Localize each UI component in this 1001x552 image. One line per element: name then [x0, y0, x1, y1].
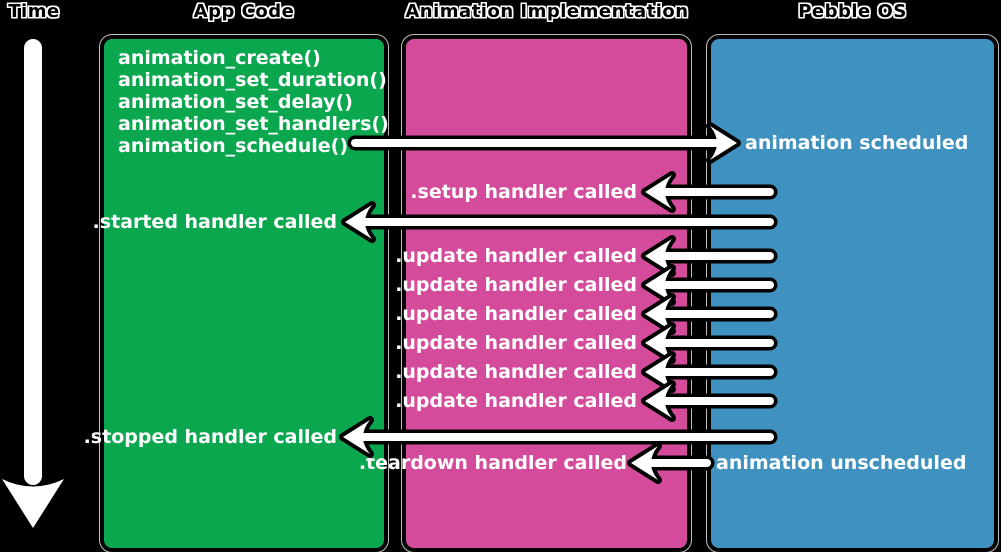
teardown-handler-label: .teardown handler called [358, 452, 627, 474]
app-code-function-list: animation_create() animation_set_duratio… [118, 47, 389, 157]
app-code-header: App Code [193, 1, 295, 22]
update-handler-label: .update handler called [395, 390, 637, 412]
app-code-lane [99, 34, 389, 552]
pebble-os-header: Pebble OS [798, 1, 907, 22]
update-handler-label: .update handler called [395, 303, 637, 325]
function-call: animation_set_delay() [118, 91, 353, 113]
function-call: animation_set_handlers() [118, 113, 389, 135]
function-call: animation_schedule() [118, 135, 349, 157]
animation-scheduled-label: animation scheduled [745, 132, 969, 154]
update-handler-label: .update handler called [395, 332, 637, 354]
started-handler-label: .started handler called [92, 211, 337, 233]
setup-handler-label: .setup handler called [410, 181, 637, 203]
animation-unscheduled-label: animation unscheduled [716, 452, 967, 474]
stopped-handler-label: .stopped handler called [83, 426, 337, 448]
function-call: animation_set_duration() [118, 69, 387, 91]
animation-implementation-header: Animation Implementation [405, 1, 689, 22]
pebble-os-lane [706, 34, 999, 552]
update-handler-label: .update handler called [395, 274, 637, 296]
update-handler-label: .update handler called [395, 361, 637, 383]
time-arrow-icon [0, 35, 68, 532]
time-header: Time [8, 1, 60, 22]
update-handler-label: .update handler called [395, 245, 637, 267]
function-call: animation_create() [118, 47, 321, 69]
